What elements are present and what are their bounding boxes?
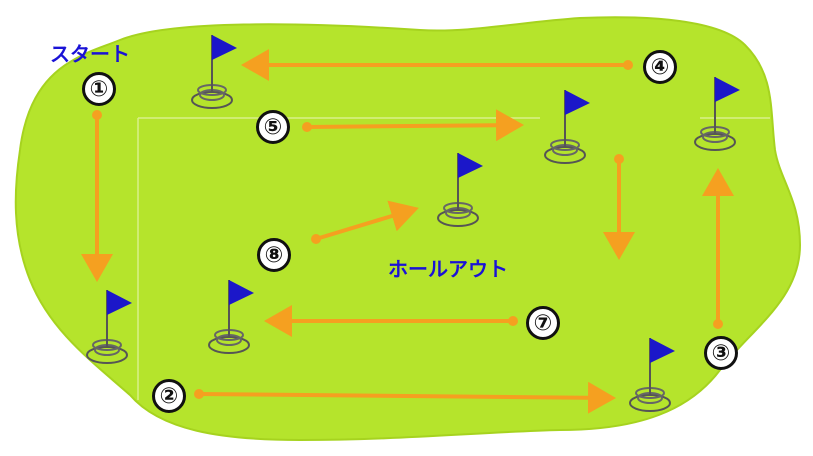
arrow-2 (194, 381, 616, 414)
arrow-4 (241, 49, 633, 81)
boundary-line (137, 117, 770, 400)
marker-8: ⑧ (257, 238, 291, 272)
marker-7: ⑦ (526, 306, 560, 340)
start-label: スタート (50, 42, 130, 66)
marker-3: ③ (704, 336, 738, 370)
flag-icon (107, 290, 132, 315)
basket-1 (86, 290, 132, 364)
course-green (14, 16, 802, 442)
basket-2 (191, 35, 237, 109)
marker-2: ② (152, 379, 186, 413)
route-arrows (81, 49, 734, 414)
arrow-8 (311, 200, 419, 244)
basket-3 (544, 90, 590, 164)
basket-4 (694, 77, 740, 151)
flag-icon (458, 153, 483, 178)
basket-7 (629, 338, 675, 412)
flag-icon (715, 77, 740, 102)
arrow-5 (302, 109, 524, 142)
arrow-6 (603, 154, 635, 260)
marker-5: ⑤ (256, 110, 290, 144)
flag-icon (229, 280, 254, 305)
basket-5 (437, 153, 483, 227)
hole-out-label: ホールアウト (388, 257, 508, 281)
flag-icon (650, 338, 675, 363)
basket-6 (208, 280, 254, 354)
arrow-1 (81, 110, 113, 282)
marker-4: ④ (643, 50, 677, 84)
flag-icon (565, 90, 590, 115)
arrow-7 (264, 305, 518, 337)
arrow-3 (702, 168, 734, 329)
flag-icon (212, 35, 237, 60)
marker-1: ① (82, 72, 116, 106)
